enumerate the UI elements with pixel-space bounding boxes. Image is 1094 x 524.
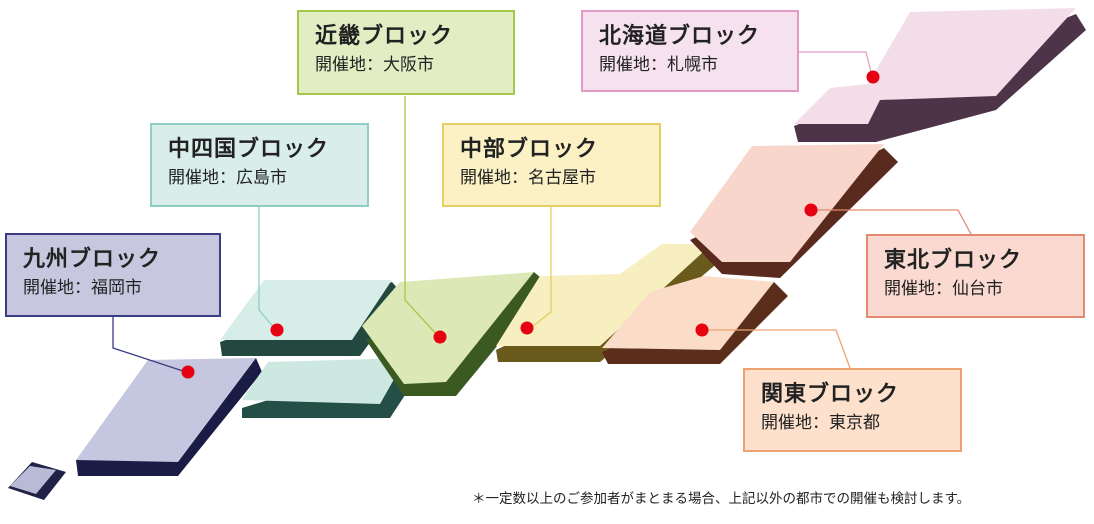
block-label-chushikoku: 中四国ブロック 開催地：広島市 bbox=[150, 123, 369, 207]
venue-city: 東京都 bbox=[829, 413, 880, 433]
region-hokkaido bbox=[794, 8, 1086, 142]
venue-city: 福岡市 bbox=[91, 278, 142, 298]
block-label-tohoku: 東北ブロック 開催地：仙台市 bbox=[866, 234, 1085, 318]
venue-line: 開催地：福岡市 bbox=[23, 275, 205, 301]
venue-marker-tokyo bbox=[695, 323, 709, 337]
venue-line: 開催地：札幌市 bbox=[599, 52, 783, 78]
leader-line-kinki bbox=[404, 96, 439, 337]
venue-marker-nagoya bbox=[520, 321, 534, 335]
leader-line-chushikoku bbox=[258, 206, 277, 331]
leader-line-hokkaido bbox=[798, 51, 873, 77]
venue-city: 大阪市 bbox=[383, 55, 434, 75]
venue-label: 開催地 bbox=[23, 278, 74, 298]
venue-line: 開催地：名古屋市 bbox=[460, 165, 645, 191]
block-title: 東北ブロック bbox=[884, 248, 1023, 273]
region-kanto bbox=[602, 276, 788, 364]
venue-label: 開催地 bbox=[599, 55, 650, 75]
venue-marker-fukuoka bbox=[181, 365, 195, 379]
region-okinawa bbox=[8, 462, 66, 500]
block-label-chubu: 中部ブロック 開催地：名古屋市 bbox=[442, 123, 661, 207]
venue-line: 開催地：仙台市 bbox=[884, 276, 1069, 302]
venue-city: 札幌市 bbox=[667, 55, 718, 75]
leader-line-kyushu bbox=[112, 316, 187, 373]
venue-separator: ： bbox=[511, 168, 528, 188]
venue-marker-sapporo bbox=[866, 70, 880, 84]
block-title: 北海道ブロック bbox=[599, 24, 761, 49]
region-kyushu bbox=[76, 358, 262, 476]
venue-line: 開催地：東京都 bbox=[761, 410, 946, 436]
venue-separator: ： bbox=[74, 278, 91, 298]
venue-label: 開催地 bbox=[761, 413, 812, 433]
region-shikoku bbox=[242, 358, 420, 418]
block-title: 関東ブロック bbox=[761, 382, 900, 407]
venue-line: 開催地：大阪市 bbox=[315, 52, 499, 78]
venue-marker-hiroshima bbox=[270, 323, 284, 337]
venue-separator: ： bbox=[812, 413, 829, 433]
venue-marker-sendai bbox=[804, 203, 818, 217]
venue-label: 開催地 bbox=[168, 168, 219, 188]
venue-separator: ： bbox=[366, 55, 383, 75]
block-label-hokkaido: 北海道ブロック 開催地：札幌市 bbox=[581, 10, 799, 92]
venue-separator: ： bbox=[650, 55, 667, 75]
block-title: 近畿ブロック bbox=[315, 24, 454, 49]
region-chubu bbox=[496, 244, 726, 362]
block-title: 中四国ブロック bbox=[168, 137, 330, 162]
block-title: 九州ブロック bbox=[23, 247, 162, 272]
block-label-kinki: 近畿ブロック 開催地：大阪市 bbox=[297, 10, 515, 95]
region-tohoku bbox=[690, 144, 898, 278]
leader-line-chubu bbox=[527, 206, 552, 331]
venue-city: 仙台市 bbox=[952, 279, 1003, 299]
venue-label: 開催地 bbox=[315, 55, 366, 75]
block-label-kyushu: 九州ブロック 開催地：福岡市 bbox=[5, 233, 221, 317]
venue-label: 開催地 bbox=[460, 168, 511, 188]
venue-label: 開催地 bbox=[884, 279, 935, 299]
venue-city: 広島市 bbox=[236, 168, 287, 188]
venue-marker-osaka bbox=[433, 330, 447, 344]
venue-separator: ： bbox=[219, 168, 236, 188]
leader-line-tohoku bbox=[812, 209, 973, 237]
leader-line-kanto bbox=[704, 329, 851, 369]
venue-line: 開催地：広島市 bbox=[168, 165, 353, 191]
block-title: 中部ブロック bbox=[460, 137, 599, 162]
footnote: ＊一定数以上のご参加者がまとまる場合、上記以外の都市での開催も検討します。 bbox=[472, 491, 971, 507]
venue-city: 名古屋市 bbox=[528, 168, 596, 188]
region-chugoku bbox=[220, 280, 404, 356]
venue-separator: ： bbox=[935, 279, 952, 299]
block-label-kanto: 関東ブロック 開催地：東京都 bbox=[743, 368, 962, 452]
